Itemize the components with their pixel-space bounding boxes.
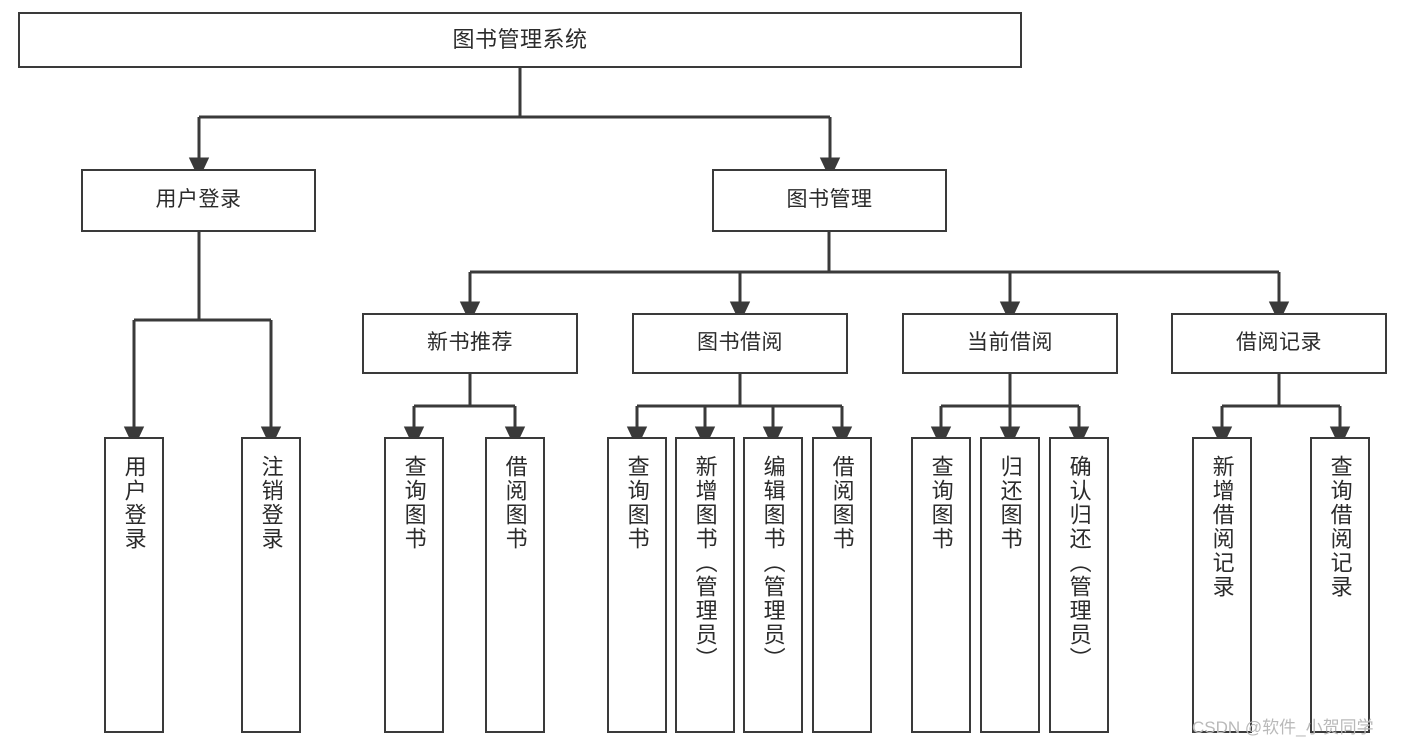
node-book-management-label: 图书管理	[786, 188, 873, 212]
leaf-borrow-borrow-book[interactable]: 借阅图书	[812, 437, 872, 733]
leaf-borrow-add-book[interactable]: 新增图书（管理员）	[675, 437, 735, 733]
leaf-record-query[interactable]: 查询借阅记录	[1310, 437, 1370, 733]
watermark: CSDN @软件_小贺同学	[1192, 718, 1374, 737]
leaf-borrow-borrow-book-label: 借阅图书	[829, 455, 855, 551]
leaf-record-add[interactable]: 新增借阅记录	[1192, 437, 1252, 733]
leaf-borrow-edit-book-label: 编辑图书（管理员）	[760, 455, 786, 671]
node-current-borrow-label: 当前借阅	[967, 331, 1053, 355]
node-user-login[interactable]: 用户登录	[81, 169, 316, 232]
leaf-record-query-label: 查询借阅记录	[1327, 455, 1353, 599]
leaf-borrow-query-book[interactable]: 查询图书	[607, 437, 667, 733]
leaf-borrow-edit-book[interactable]: 编辑图书（管理员）	[743, 437, 803, 733]
leaf-user-logout-label: 注销登录	[258, 455, 284, 551]
leaf-user-logout[interactable]: 注销登录	[241, 437, 301, 733]
node-borrow-record-label: 借阅记录	[1236, 331, 1322, 355]
leaf-current-confirm-return[interactable]: 确认归还（管理员）	[1049, 437, 1109, 733]
leaf-user-login-label: 用户登录	[121, 455, 147, 551]
leaf-user-login[interactable]: 用户登录	[104, 437, 164, 733]
leaf-current-return-book-label: 归还图书	[997, 455, 1023, 551]
node-book-borrow-label: 图书借阅	[697, 331, 783, 355]
node-current-borrow[interactable]: 当前借阅	[902, 313, 1118, 374]
leaf-recommend-borrow-book-label: 借阅图书	[502, 455, 528, 551]
node-root[interactable]: 图书管理系统	[18, 12, 1022, 68]
node-borrow-record[interactable]: 借阅记录	[1171, 313, 1387, 374]
leaf-borrow-query-book-label: 查询图书	[624, 455, 650, 551]
node-new-book-recommend[interactable]: 新书推荐	[362, 313, 578, 374]
node-user-login-label: 用户登录	[155, 188, 242, 212]
leaf-current-query-book[interactable]: 查询图书	[911, 437, 971, 733]
leaf-record-add-label: 新增借阅记录	[1209, 455, 1235, 599]
node-book-management[interactable]: 图书管理	[712, 169, 947, 232]
leaf-current-query-book-label: 查询图书	[928, 455, 954, 551]
leaf-recommend-borrow-book[interactable]: 借阅图书	[485, 437, 545, 733]
leaf-recommend-query-book-label: 查询图书	[401, 455, 427, 551]
leaf-recommend-query-book[interactable]: 查询图书	[384, 437, 444, 733]
node-new-book-recommend-label: 新书推荐	[427, 331, 513, 355]
leaf-current-confirm-return-label: 确认归还（管理员）	[1066, 455, 1092, 671]
leaf-borrow-add-book-label: 新增图书（管理员）	[692, 455, 718, 671]
leaf-current-return-book[interactable]: 归还图书	[980, 437, 1040, 733]
node-book-borrow[interactable]: 图书借阅	[632, 313, 848, 374]
node-root-label: 图书管理系统	[452, 27, 588, 53]
